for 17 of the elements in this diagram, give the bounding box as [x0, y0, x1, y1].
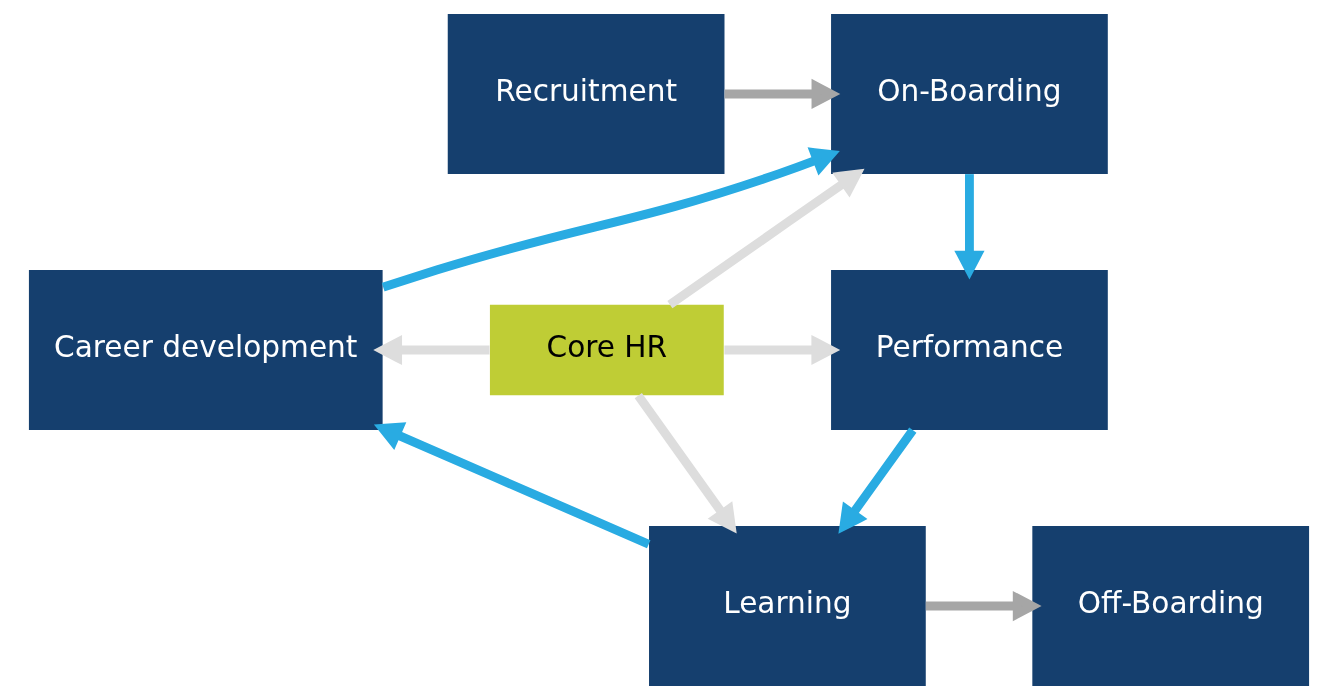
- node-box: Career development: [28, 270, 383, 430]
- node-box: Recruitment: [447, 14, 725, 174]
- arrow: [634, 393, 737, 534]
- node-box: Core HR: [489, 304, 724, 396]
- arrow: [373, 422, 651, 549]
- arrow: [373, 334, 490, 366]
- node-box: Off-Boarding: [1032, 526, 1310, 686]
- node-box: Learning: [649, 526, 926, 686]
- arrow: [954, 174, 985, 280]
- arrow: [667, 168, 865, 309]
- arrow: [925, 590, 1042, 622]
- arrow: [381, 147, 840, 292]
- arrow: [724, 78, 841, 110]
- node-box: On-Boarding: [831, 14, 1108, 174]
- arrow: [838, 427, 917, 534]
- arrow: [724, 334, 841, 366]
- node-box: Performance: [831, 270, 1108, 430]
